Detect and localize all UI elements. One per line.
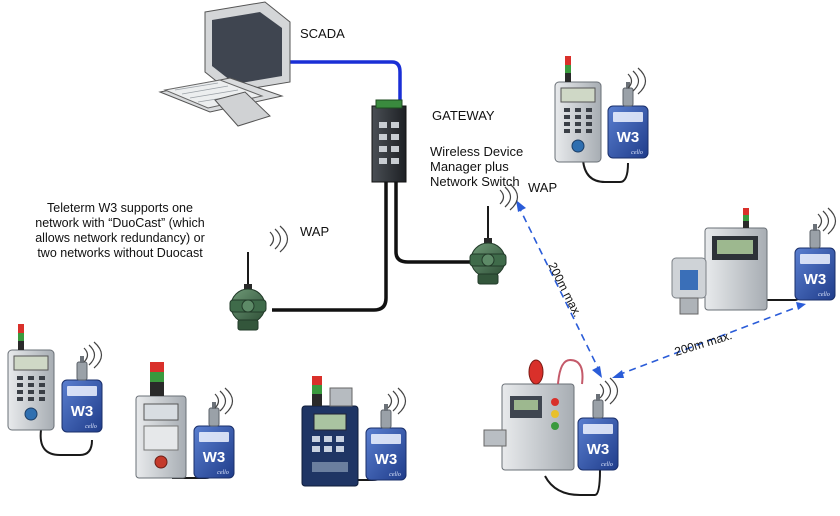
scada-label: SCADA — [300, 26, 345, 41]
device-bottom-second — [135, 362, 235, 479]
wdm-label-line-2: Manager plus — [430, 159, 509, 174]
device-bottom-right — [483, 358, 619, 471]
device-bottom-third — [301, 376, 407, 487]
cable-to-right-wap — [394, 180, 470, 264]
cable-host-top — [582, 159, 629, 183]
gateway-label: GATEWAY — [432, 108, 495, 123]
wireless-signal-icon — [817, 207, 837, 235]
wap-right — [469, 205, 507, 285]
wap-right-label: WAP — [528, 180, 557, 195]
device-right-cabinet — [671, 207, 837, 315]
gateway-switch — [371, 99, 407, 183]
distance-label-horizontal: 200m max. — [673, 328, 734, 359]
wap-left — [229, 251, 267, 331]
wdm-label-line-1: Wireless Device — [430, 144, 523, 159]
device-bottom-left — [7, 323, 103, 433]
note-line-3: allows network redundancy) or — [35, 231, 205, 245]
distance-label-vertical: 200m max. — [545, 260, 584, 319]
arrow-head-left — [612, 370, 624, 378]
cable-to-left-wap — [272, 180, 388, 312]
arrow-head-top — [516, 200, 526, 212]
device-top-center — [554, 55, 649, 163]
wdm-label-line-3: Network Switch — [430, 174, 520, 189]
wap-left-label: WAP — [300, 224, 329, 239]
monitor-screen — [212, 12, 282, 84]
scada-computer — [158, 1, 291, 127]
ethernet-cable — [290, 60, 402, 108]
range-link-horizontal — [617, 305, 801, 376]
cable-host-4 — [544, 469, 601, 496]
info-note: Teleterm W3 supports one network with “D… — [35, 201, 205, 260]
arrow-head-right — [796, 302, 806, 310]
wireless-signal-icon — [269, 225, 289, 253]
cable-host-1 — [39, 429, 93, 456]
arrow-head-bottom — [592, 366, 602, 378]
note-line-2: network with “DuoCast” (which — [35, 216, 205, 230]
note-line-1: Teleterm W3 supports one — [47, 201, 193, 215]
note-line-4: two networks without Duocast — [37, 246, 203, 260]
